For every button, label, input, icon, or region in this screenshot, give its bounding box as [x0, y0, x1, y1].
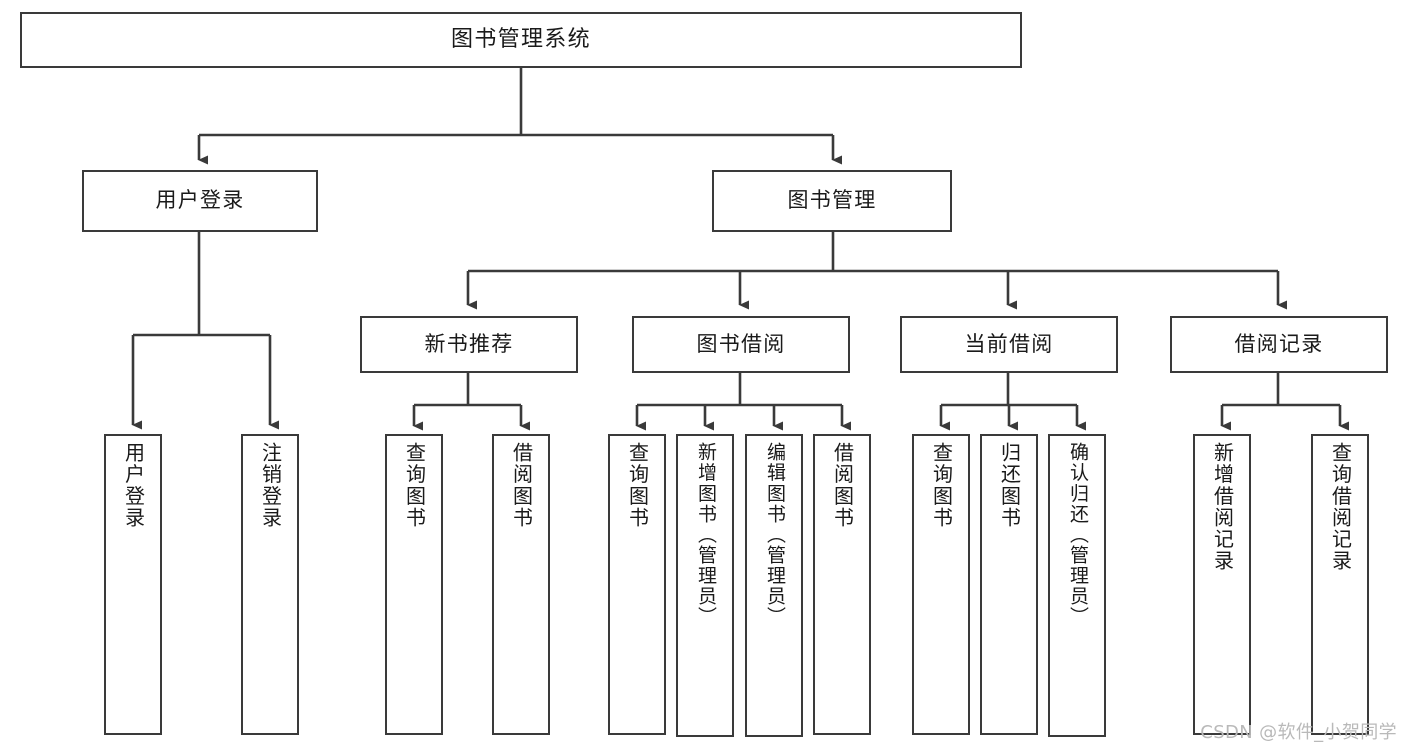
node-book-borrow[interactable]: 图书借阅: [632, 316, 850, 373]
node-leaf-user-logout-label: 注销登录: [258, 442, 283, 529]
node-leaf-return-book-label: 归还图书: [997, 442, 1022, 529]
node-leaf-confirm-return[interactable]: 确认归还（管理员）: [1048, 434, 1106, 737]
node-new-book-rec-label: 新书推荐: [424, 331, 514, 356]
node-leaf-query-book-2-label: 查询图书: [625, 442, 650, 529]
node-leaf-borrow-book-2[interactable]: 借阅图书: [813, 434, 871, 735]
node-leaf-confirm-return-label: 确认归还（管理员）: [1066, 442, 1089, 627]
node-leaf-query-record[interactable]: 查询借阅记录: [1311, 434, 1369, 735]
node-leaf-user-login-label: 用户登录: [121, 442, 146, 529]
node-current-borrow-label: 当前借阅: [964, 331, 1054, 356]
node-user-login[interactable]: 用户登录: [82, 170, 318, 232]
node-leaf-user-login[interactable]: 用户登录: [104, 434, 162, 735]
node-current-borrow[interactable]: 当前借阅: [900, 316, 1118, 373]
node-leaf-borrow-book-1-label: 借阅图书: [509, 442, 534, 529]
watermark: CSDN @软件_小贺同学: [1200, 722, 1397, 743]
node-leaf-user-logout[interactable]: 注销登录: [241, 434, 299, 735]
node-leaf-edit-book[interactable]: 编辑图书（管理员）: [745, 434, 803, 737]
node-leaf-add-record-label: 新增借阅记录: [1210, 442, 1235, 572]
node-leaf-edit-book-label: 编辑图书（管理员）: [763, 442, 786, 627]
node-book-manage-label: 图书管理: [787, 188, 877, 213]
node-leaf-return-book[interactable]: 归还图书: [980, 434, 1038, 735]
node-leaf-borrow-book-2-label: 借阅图书: [830, 442, 855, 529]
node-book-borrow-label: 图书借阅: [696, 331, 786, 356]
node-leaf-query-book-1-label: 查询图书: [402, 442, 427, 529]
node-leaf-add-record[interactable]: 新增借阅记录: [1193, 434, 1251, 735]
node-leaf-query-book-3[interactable]: 查询图书: [912, 434, 970, 735]
node-root[interactable]: 图书管理系统: [20, 12, 1022, 68]
node-leaf-query-book-3-label: 查询图书: [929, 442, 954, 529]
node-leaf-add-book[interactable]: 新增图书（管理员）: [676, 434, 734, 737]
node-leaf-query-book-1[interactable]: 查询图书: [385, 434, 443, 735]
node-borrow-record[interactable]: 借阅记录: [1170, 316, 1388, 373]
node-leaf-query-book-2[interactable]: 查询图书: [608, 434, 666, 735]
node-leaf-borrow-book-1[interactable]: 借阅图书: [492, 434, 550, 735]
node-borrow-record-label: 借阅记录: [1234, 331, 1324, 356]
node-book-manage[interactable]: 图书管理: [712, 170, 952, 232]
node-leaf-add-book-label: 新增图书（管理员）: [694, 442, 717, 627]
node-user-login-label: 用户登录: [155, 188, 245, 213]
node-root-label: 图书管理系统: [451, 26, 591, 52]
node-leaf-query-record-label: 查询借阅记录: [1328, 442, 1353, 572]
node-new-book-rec[interactable]: 新书推荐: [360, 316, 578, 373]
